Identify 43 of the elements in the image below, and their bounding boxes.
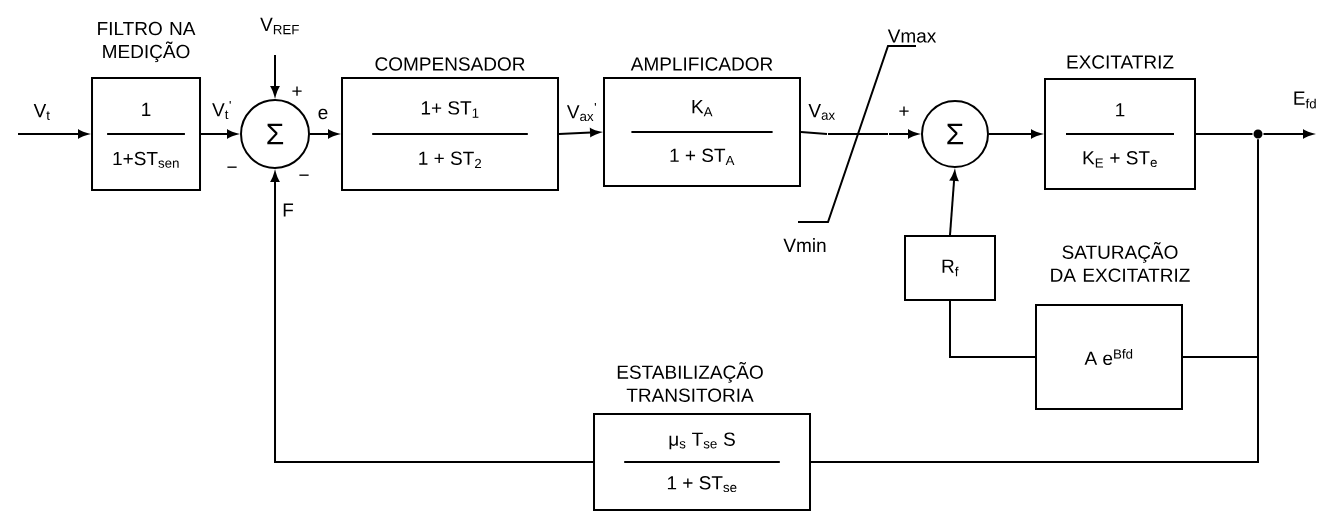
edge-label: V$_{REF}$	[260, 17, 299, 35]
limit-label: Vmax	[887, 29, 937, 43]
arrow	[988, 129, 1041, 139]
arrow	[309, 129, 338, 139]
edge-label: V$_{ax}$'	[566, 102, 596, 122]
edge-label: V$_{ax}$	[808, 104, 835, 120]
exciter-box: 1 K$_{E}$ + ST$_{e}$	[1044, 78, 1196, 190]
sign-label: −	[299, 174, 309, 176]
block-title: EXCITATRIZ	[1067, 55, 1174, 69]
stabilizer-box: μ$_{s}$ T$_{se}$ S 1 + ST$_{se}$	[593, 413, 811, 511]
edge-label: E$_{fd}$	[1294, 91, 1316, 109]
block-title: FILTRO NA MEDIÇÃO	[98, 21, 196, 63]
sign-label: +	[292, 86, 302, 96]
connector-line	[1195, 133, 1254, 135]
edge-label: e	[318, 108, 328, 120]
sign-label: −	[227, 166, 237, 168]
block-title: SATURAÇÃO DA EXCITATRIZ	[1051, 242, 1190, 282]
arrow	[17, 129, 88, 139]
arrow	[888, 129, 918, 139]
saturation-box: A e$^{Bfd}$	[1035, 304, 1183, 410]
edge-label: V$_{t}$	[33, 104, 50, 120]
block-title: COMPENSADOR	[375, 57, 525, 71]
arrow	[949, 171, 959, 236]
block-title: AMPLIFICADOR	[630, 57, 773, 71]
arrow	[270, 172, 594, 463]
arrow	[270, 54, 280, 96]
summing-junction: Σ	[921, 100, 989, 168]
arrow	[200, 129, 237, 139]
edge-label: V$_{t}$'	[212, 100, 231, 120]
connector-line	[800, 131, 828, 135]
edge-label: F	[283, 203, 294, 217]
amplifier-box: K$_{A}$ 1 + ST$_{A}$	[603, 77, 801, 187]
block-title: ESTABILIZAÇÃO TRANSITORIA	[617, 362, 763, 402]
summing-junction: Σ	[240, 99, 310, 169]
connector-line	[810, 138, 1259, 463]
arrow	[1262, 129, 1313, 139]
compensator-box: 1+ ST$_{1}$ 1 + ST$_{2}$	[341, 77, 559, 191]
feedback-box: R$_{f}$	[904, 235, 996, 301]
connector-line	[949, 300, 1036, 358]
sign-label: +	[899, 106, 909, 116]
filter-box: 1 1+ST$_{sen}$	[91, 77, 201, 191]
limit-label: Vmin	[783, 238, 826, 252]
arrow	[558, 128, 600, 137]
